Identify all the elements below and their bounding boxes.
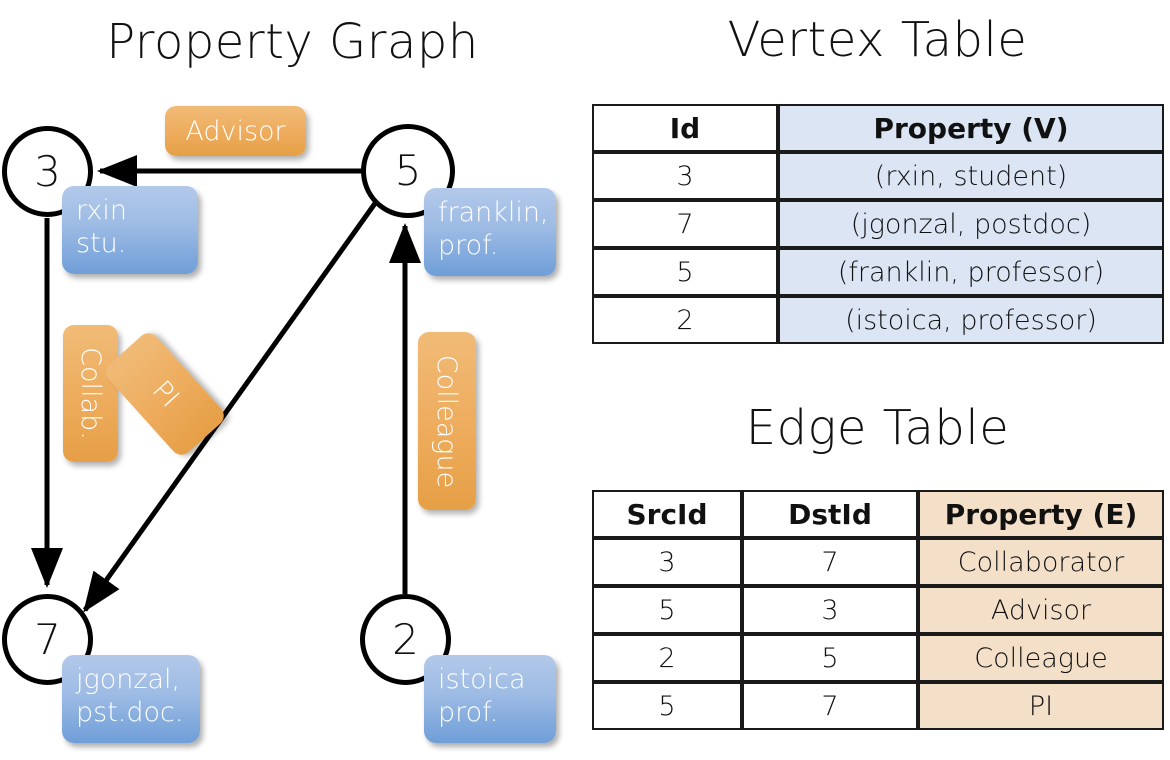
graph-node-3-label: 3: [34, 146, 61, 196]
edge-property-cell: PI: [918, 682, 1164, 730]
page-title-edge-table: Edge Table: [745, 400, 1010, 456]
edge-table-header-row: SrcId DstId Property (E): [592, 490, 1164, 538]
edge-property-cell: Collaborator: [918, 538, 1164, 586]
table-row: 5 (franklin, professor): [592, 248, 1164, 296]
edge-dst-cell: 7: [742, 538, 918, 586]
graph-node-5-label: 5: [394, 146, 422, 195]
node-property-box-rxin: rxin stu.: [62, 186, 198, 274]
vertex-property-cell: (istoica, professor): [778, 296, 1164, 344]
table-row: 5 7 PI: [592, 682, 1164, 730]
node-property-box-franklin: franklin, prof.: [424, 188, 556, 276]
vertex-table-header-row: Id Property (V): [592, 104, 1164, 152]
edge-property-cell: Advisor: [918, 586, 1164, 634]
edge-src-cell: 2: [592, 634, 742, 682]
edge-dst-cell: 5: [742, 634, 918, 682]
edge-property-cell: Colleague: [918, 634, 1164, 682]
table-row: 3 7 Collaborator: [592, 538, 1164, 586]
table-row: 2 (istoica, professor): [592, 296, 1164, 344]
vertex-table-header-id: Id: [592, 104, 778, 152]
graph-node-2-label: 2: [392, 614, 419, 664]
edge-table-header-property: Property (E): [918, 490, 1164, 538]
page-title-vertex-table: Vertex Table: [727, 12, 1028, 68]
edge-src-cell: 5: [592, 682, 742, 730]
graph-node-7-label: 7: [34, 614, 61, 664]
table-row: 2 5 Colleague: [592, 634, 1164, 682]
node-property-box-istoica: istoica prof.: [424, 655, 556, 743]
edge-dst-cell: 7: [742, 682, 918, 730]
vertex-id-cell: 5: [592, 248, 778, 296]
vertex-property-cell: (rxin, student): [778, 152, 1164, 200]
vertex-id-cell: 2: [592, 296, 778, 344]
page-title-property-graph: Property Graph: [106, 14, 479, 70]
vertex-table-header-property: Property (V): [778, 104, 1164, 152]
edge-src-cell: 5: [592, 586, 742, 634]
edge-table: SrcId DstId Property (E) 3 7 Collaborato…: [592, 490, 1164, 730]
edge-label-collab-text: Collab.: [75, 347, 106, 440]
edge-table-header-srcid: SrcId: [592, 490, 742, 538]
vertex-id-cell: 7: [592, 200, 778, 248]
node-property-box-jgonzal: jgonzal, pst.doc.: [62, 655, 200, 743]
table-row: 3 (rxin, student): [592, 152, 1164, 200]
edge-label-colleague: Colleague: [418, 332, 476, 510]
vertex-property-cell: (jgonzal, postdoc): [778, 200, 1164, 248]
vertex-table: Id Property (V) 3 (rxin, student) 7 (jgo…: [592, 104, 1164, 344]
table-row: 7 (jgonzal, postdoc): [592, 200, 1164, 248]
edge-label-colleague-text: Colleague: [431, 354, 463, 488]
vertex-id-cell: 3: [592, 152, 778, 200]
edge-label-collab: Collab.: [63, 325, 118, 462]
graph-edges: [31, 155, 421, 613]
edge-label-advisor-text: Advisor: [185, 115, 286, 147]
edge-dst-cell: 3: [742, 586, 918, 634]
edge-label-advisor: Advisor: [165, 106, 306, 156]
vertex-property-cell: (franklin, professor): [778, 248, 1164, 296]
graph-node-2[interactable]: 2: [360, 594, 451, 685]
edge-table-header-dstid: DstId: [742, 490, 918, 538]
edge-src-cell: 3: [592, 538, 742, 586]
graph-node-5[interactable]: 5: [361, 124, 455, 218]
table-row: 5 3 Advisor: [592, 586, 1164, 634]
edge-label-pi-text: PI: [145, 374, 185, 414]
edge-pi-5-to-7: [82, 200, 379, 613]
